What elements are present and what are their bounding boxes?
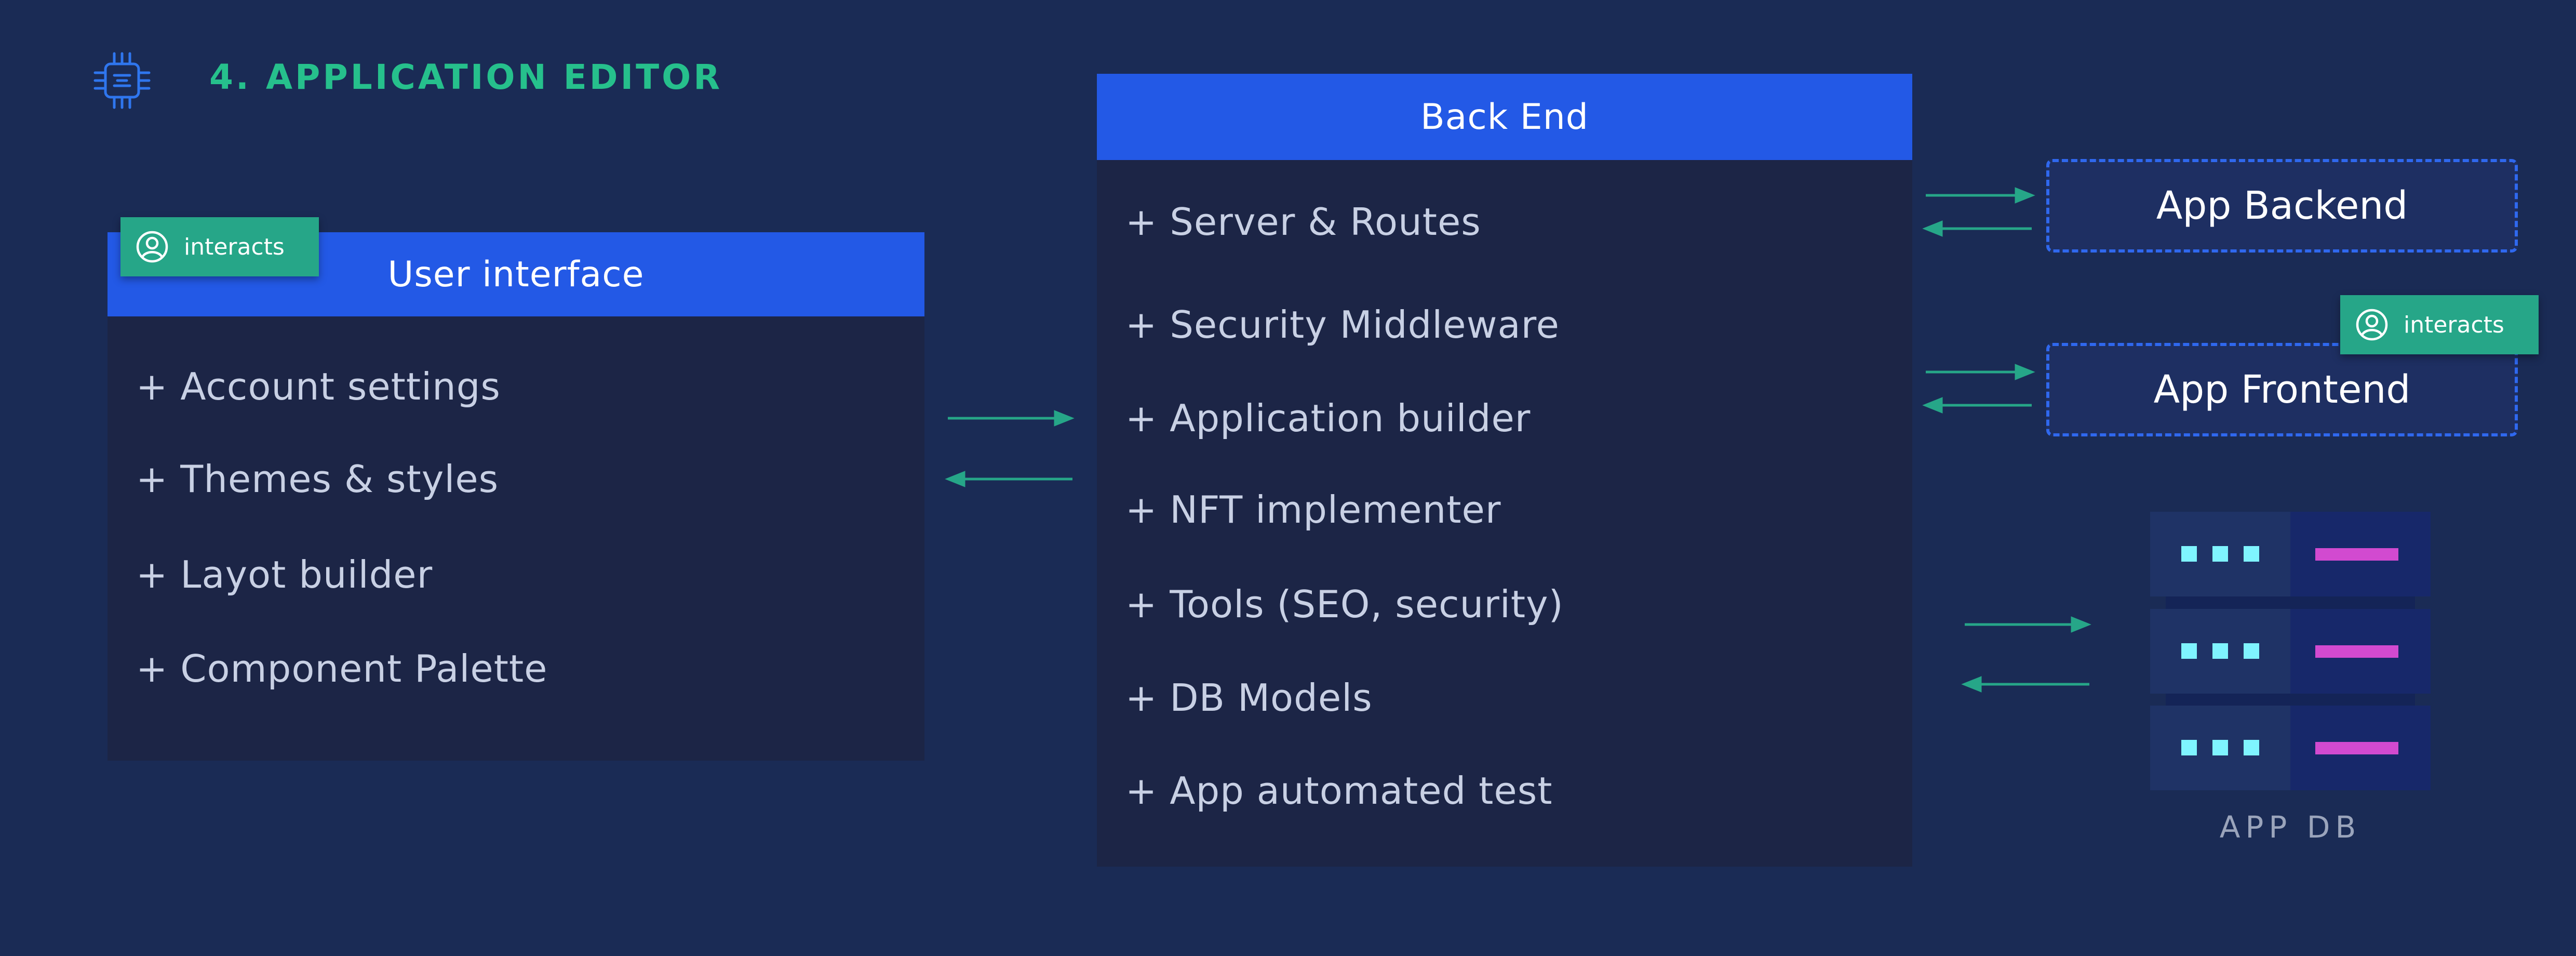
app-backend-label: App Backend: [2156, 183, 2408, 228]
arrow-to-app-db: [1965, 616, 2091, 633]
server-stack-icon: [2150, 512, 2431, 790]
arrow-backend-to-ui: [945, 471, 1072, 487]
be-item-server-routes: + Server & Routes: [1125, 200, 1481, 244]
ui-item-themes-styles: + Themes & styles: [136, 457, 499, 501]
cpu-chip-icon: [93, 52, 151, 109]
app-db-label: APP DB: [2219, 809, 2362, 845]
interacts-label: interacts: [184, 233, 285, 260]
interacts-label: interacts: [2404, 311, 2504, 338]
be-item-tools: + Tools (SEO, security): [1125, 582, 1564, 626]
arrow-to-app-frontend: [1926, 364, 2035, 380]
user-circle-icon: [136, 231, 168, 263]
be-item-db-models: + DB Models: [1125, 676, 1373, 720]
arrow-from-app-db: [1961, 676, 2089, 693]
app-frontend-box: App Frontend: [2046, 343, 2518, 436]
app-frontend-label: App Frontend: [2153, 367, 2411, 412]
arrow-from-app-backend: [1922, 220, 2032, 237]
back-end-header: Back End: [1097, 74, 1912, 160]
arrow-ui-to-backend: [948, 410, 1075, 427]
arrow-from-app-frontend: [1922, 397, 2032, 414]
app-backend-box: App Backend: [2046, 159, 2518, 253]
interacts-badge-ui: interacts: [120, 217, 319, 276]
be-item-app-automated-test: + App automated test: [1125, 769, 1553, 813]
be-item-nft-implementer: + NFT implementer: [1125, 488, 1501, 532]
back-end-panel: Back End + Server & Routes + Security Mi…: [1097, 74, 1912, 867]
be-item-application-builder: + Application builder: [1125, 396, 1531, 440]
ui-item-account-settings: + Account settings: [136, 365, 501, 408]
be-item-security-middleware: + Security Middleware: [1125, 303, 1560, 347]
interacts-badge-frontend: interacts: [2340, 295, 2539, 354]
user-interface-panel: User interface + Account settings + Them…: [108, 232, 924, 761]
ui-item-component-palette: + Component Palette: [136, 647, 548, 691]
ui-item-layout-builder: + Layot builder: [136, 553, 433, 596]
arrow-to-app-backend: [1926, 187, 2035, 204]
user-circle-icon: [2356, 309, 2388, 341]
page-title: 4. APPLICATION EDITOR: [209, 57, 723, 97]
